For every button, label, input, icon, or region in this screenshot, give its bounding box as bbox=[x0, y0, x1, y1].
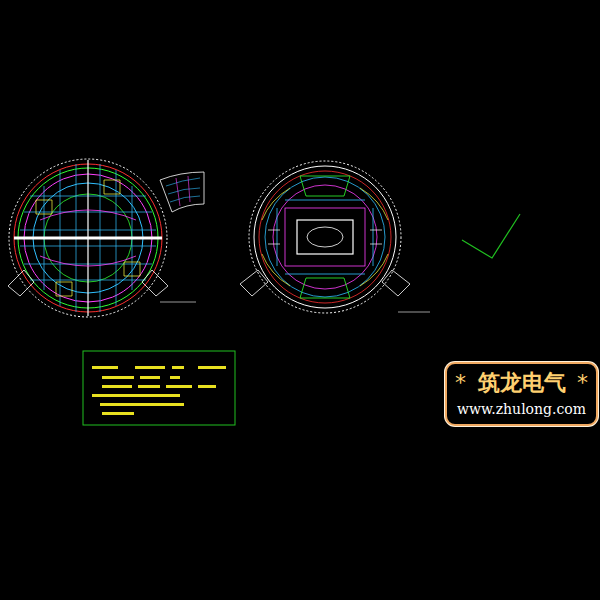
watermark-star: * bbox=[577, 370, 588, 396]
watermark-url: www.zhulong.com bbox=[457, 401, 586, 418]
plan-fragment bbox=[160, 172, 204, 212]
watermark-row: * 筑龙电气 * bbox=[455, 370, 588, 396]
watermark-box: * 筑龙电气 * www.zhulong.com bbox=[445, 362, 598, 426]
right-floor-plan bbox=[240, 161, 430, 313]
check-mark bbox=[462, 214, 520, 258]
left-floor-plan bbox=[8, 159, 196, 317]
watermark-row: www.zhulong.com bbox=[455, 400, 588, 418]
notes-table bbox=[83, 351, 235, 425]
watermark-star: * bbox=[455, 370, 466, 396]
watermark-title: 筑龙电气 bbox=[478, 370, 566, 396]
